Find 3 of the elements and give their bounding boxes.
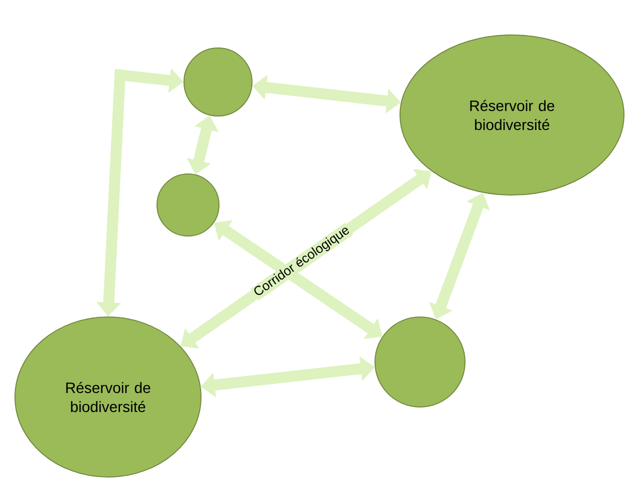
habitat-circle [374, 316, 466, 408]
habitat-circle [184, 48, 252, 116]
habitat-circle [156, 174, 220, 236]
